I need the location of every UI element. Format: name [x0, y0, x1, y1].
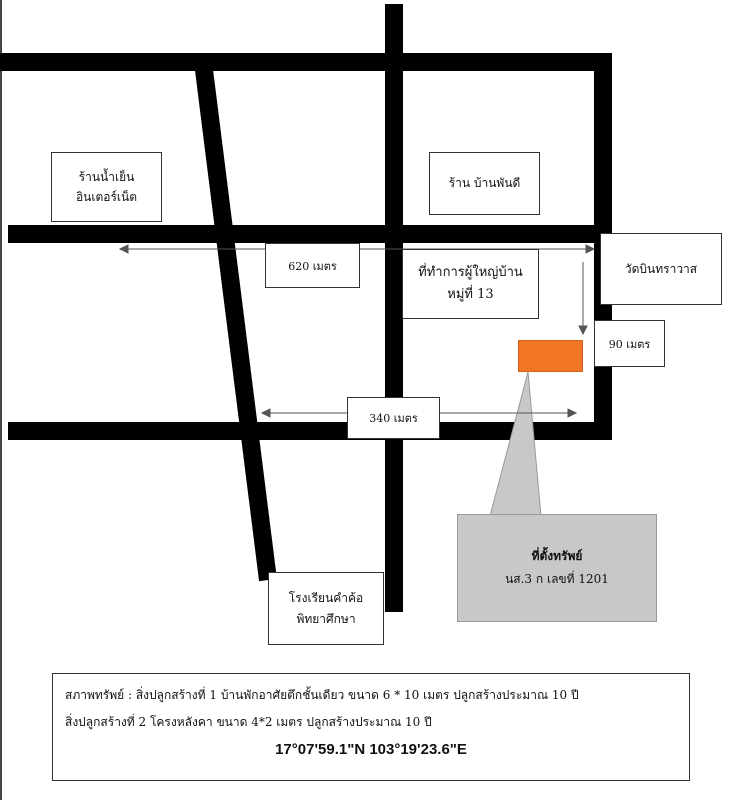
landmark-temple-line1: วัดบินทราวาส [624, 261, 698, 276]
landmark-school-line2: พิทยาศึกษา [296, 611, 356, 626]
road-diagonal [194, 60, 277, 582]
landmark-school-line1: โรงเรียนคำค้อ [288, 591, 364, 606]
landmark-village-office-line1: ที่ทำการผู้ใหญ่บ้าน [418, 264, 523, 280]
info-line-2: สิ่งปลูกสร้างที่ 2 โครงหลังคา ขนาด 4*2 เ… [65, 715, 432, 729]
property-marker [518, 340, 583, 372]
page-edge [0, 0, 2, 800]
arrow-90 [578, 262, 588, 336]
landmark-internet-shop-line1: ร้านน้ำเย็น [78, 169, 135, 184]
property-info-box: สภาพทรัพย์ : สิ่งปลูกสร้างที่ 1 บ้านพักอ… [52, 673, 690, 781]
distance-label-90: 90 เมตร [594, 320, 665, 367]
landmark-shop-banphanti: ร้าน บ้านพันดี [429, 152, 540, 215]
distance-label-620: 620 เมตร [265, 243, 360, 288]
landmark-school: โรงเรียนคำค้อ พิทยาศึกษา [268, 572, 384, 645]
landmark-internet-shop: ร้านน้ำเย็น อินเตอร์เน็ต [51, 152, 162, 222]
landmark-internet-shop-line2: อินเตอร์เน็ต [75, 190, 138, 204]
landmark-temple: วัดบินทราวาส [600, 233, 722, 305]
landmark-village-office: ที่ทำการผู้ใหญ่บ้าน หมู่ที่ 13 [402, 249, 539, 319]
distance-label-340: 340 เมตร [347, 397, 440, 439]
callout-pointer [489, 371, 542, 517]
landmark-village-office-line2: หมู่ที่ 13 [447, 287, 494, 302]
landmark-shop-banphanti-line1: ร้าน บ้านพันดี [448, 176, 521, 191]
property-callout: ที่ตั้งทรัพย์ นส.3 ก เลขที่ 1201 [457, 514, 657, 622]
gps-coordinates: 17°07'59.1"N 103°19'23.6"E [275, 741, 467, 758]
property-deed: นส.3 ก เลขที่ 1201 [505, 572, 609, 586]
property-title: ที่ตั้งทรัพย์ [531, 549, 583, 564]
info-line-1: สภาพทรัพย์ : สิ่งปลูกสร้างที่ 1 บ้านพักอ… [65, 688, 579, 702]
